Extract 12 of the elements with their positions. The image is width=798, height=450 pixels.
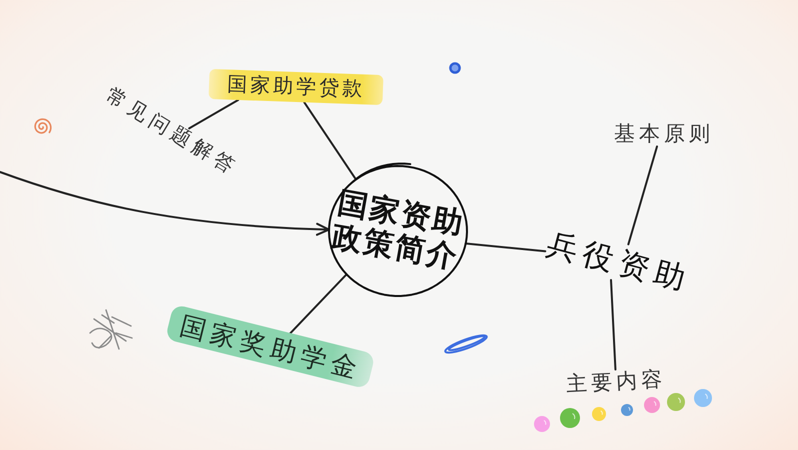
connector-line (303, 101, 357, 180)
branch-label: 基本原则 (614, 122, 714, 146)
connector-line (188, 99, 240, 130)
branch-label: 主要内容 (565, 366, 667, 398)
arrow (0, 171, 330, 236)
connector-line (627, 146, 658, 246)
branch-label: 兵役资助 (542, 224, 696, 300)
topic-title: 国家资助政策简介 (328, 186, 468, 276)
connector-line (289, 273, 348, 334)
connector-line (610, 279, 616, 370)
connector-line (464, 242, 546, 252)
branch-label: 国家奖助学金 (164, 304, 376, 390)
